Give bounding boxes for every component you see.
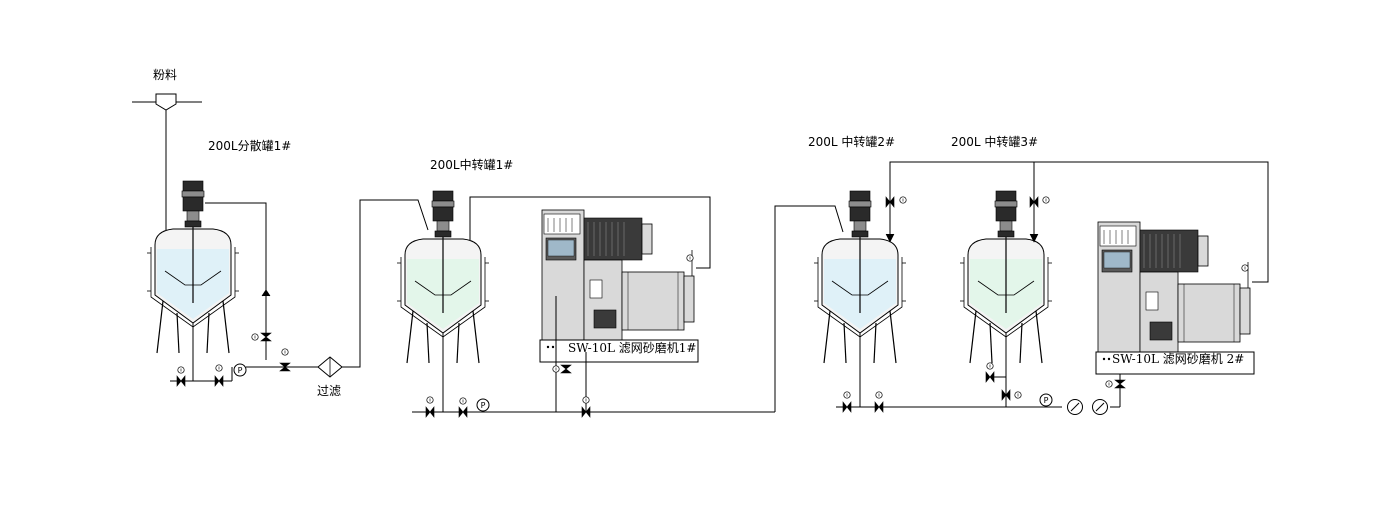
mill-1 (539, 209, 699, 363)
valve-icon[interactable] (214, 375, 224, 387)
valve-icon[interactable] (874, 401, 884, 413)
valve-icon[interactable] (260, 332, 272, 342)
pump-icon[interactable] (476, 398, 490, 412)
mill-1-piping (412, 196, 844, 413)
valve-icon[interactable] (560, 364, 572, 374)
disperse-tank-1 (146, 180, 240, 354)
transfer-tank-2-label: 200L 中转罐2# (808, 135, 896, 149)
transfer-tank-3 (959, 190, 1053, 364)
valve-icon[interactable] (1114, 379, 1126, 389)
pump-icon[interactable] (233, 363, 247, 377)
disperse-tank-1-label: 200L分散罐1# (208, 139, 292, 153)
mill-1-label: SW-10L 滤网砂磨机1# (568, 341, 697, 355)
filter-icon (317, 356, 343, 378)
transfer-tank-1 (396, 190, 490, 364)
valve-icon[interactable] (425, 406, 435, 418)
double-pump-icon[interactable] (1067, 399, 1108, 415)
valve-icon[interactable] (842, 401, 852, 413)
transfer-tank-2 (813, 190, 907, 364)
mill-2-label: SW-10L 滤网砂磨机 2# (1112, 352, 1245, 366)
valve-icon[interactable] (176, 375, 186, 387)
powder-inlet (132, 93, 202, 230)
transfer-tank-1-label: 200L中转罐1# (430, 158, 514, 172)
filter-label: 过滤 (317, 384, 342, 398)
powder-label: 粉料 (153, 68, 178, 82)
valve-icon[interactable] (985, 371, 995, 383)
pump-icon[interactable] (1039, 393, 1053, 407)
transfer-tank-3-label: 200L 中转罐3# (951, 135, 1039, 149)
mill-2-piping (836, 161, 1269, 408)
valve-icon[interactable] (458, 406, 468, 418)
